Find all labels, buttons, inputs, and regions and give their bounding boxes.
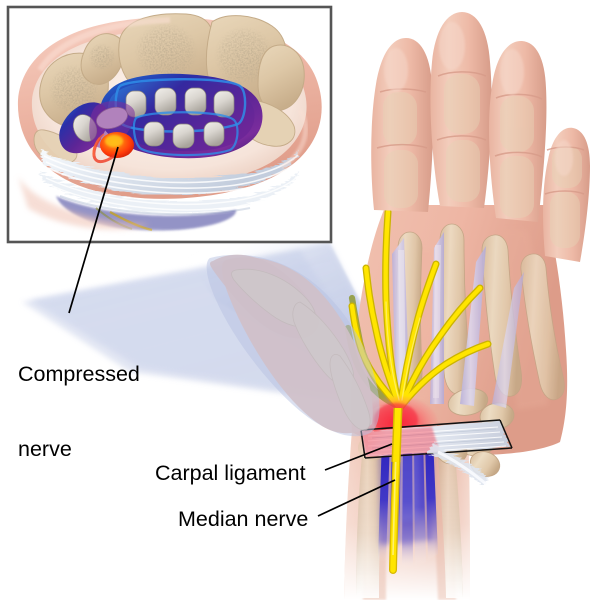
leader-lines	[68, 146, 396, 517]
four-fingers	[371, 12, 590, 262]
palmar-hand-view	[206, 12, 590, 600]
leader-carpal-ligament	[324, 443, 393, 471]
carpal-tunnel-cross-section	[6, 5, 333, 244]
label-compressed-nerve-line2: nerve	[18, 437, 72, 461]
label-carpal-ligament: Carpal ligament	[155, 461, 306, 485]
thumb	[206, 254, 380, 437]
synovial-sheaths	[59, 73, 263, 159]
forearm-bones	[356, 455, 463, 598]
label-compressed-nerve: Compressed nerve	[18, 312, 140, 487]
phalanx-bones	[383, 74, 582, 248]
inset-border	[6, 5, 333, 244]
label-compressed-nerve-line1: Compressed	[18, 362, 140, 386]
label-median-nerve: Median nerve	[178, 507, 309, 531]
median-nerve-at-tunnel	[391, 407, 403, 463]
leader-median-nerve	[317, 479, 396, 517]
compressed-median-nerve	[92, 132, 134, 164]
leader-compressed-nerve	[68, 146, 119, 314]
